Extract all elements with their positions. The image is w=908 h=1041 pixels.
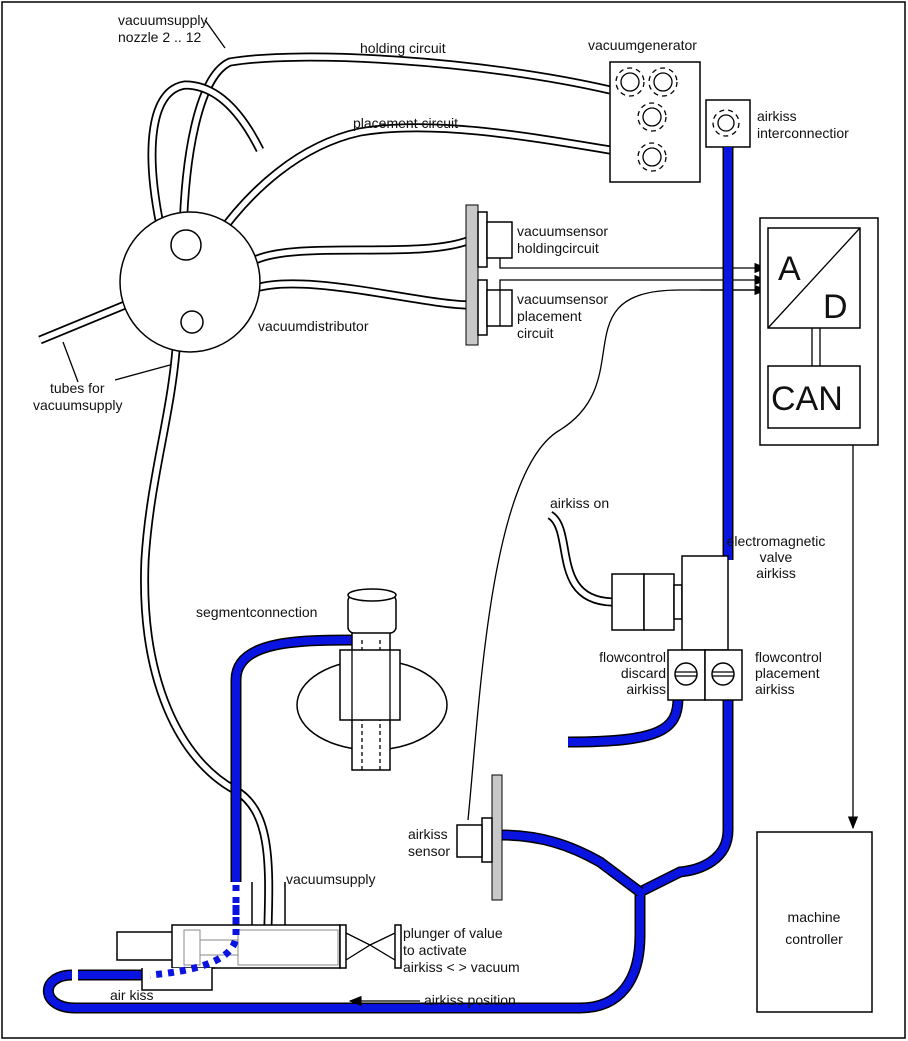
- distributor-port: [180, 310, 204, 334]
- labels: vacuumsupply nozzle 2 .. 12 holding circ…: [33, 12, 849, 1008]
- label-can: CAN: [771, 380, 843, 418]
- signal-holding: [499, 258, 768, 274]
- svg-text:controller: controller: [785, 931, 843, 947]
- svg-text:holdingcircuit: holdingcircuit: [517, 240, 599, 256]
- svg-text:circuit: circuit: [517, 325, 554, 341]
- vacuum-tubes: [38, 52, 612, 926]
- label-vacuumdistributor: vacuumdistributor: [258, 318, 369, 334]
- label-airkiss-interconnection: airkiss: [757, 108, 797, 124]
- plunger-valve: [116, 882, 402, 991]
- svg-text:placement: placement: [755, 665, 820, 681]
- label-ad-a: A: [778, 250, 801, 288]
- svg-text:airkiss: airkiss: [756, 565, 796, 581]
- valve-connector: [611, 573, 645, 631]
- label-airkiss-sensor: airkiss: [408, 826, 448, 842]
- vacuum-generator: [609, 61, 701, 183]
- vacuumsensor-holding: [486, 221, 513, 259]
- machine-controller: [756, 831, 873, 1013]
- label-vacuumsupply: vacuumsupply: [286, 871, 376, 887]
- label-vacuumsensor-holding: vacuumsensor: [517, 223, 608, 239]
- svg-text:vacuumsupply: vacuumsupply: [33, 397, 123, 413]
- label-vacuumsensor-placement: vacuumsensor: [517, 291, 608, 307]
- svg-text:sensor: sensor: [408, 843, 450, 859]
- label-vacuumsupply-nozzle: vacuumsupply: [118, 12, 208, 28]
- label-plunger: plunger of value: [403, 925, 503, 941]
- airkiss-tubing: [42, 147, 734, 1014]
- distributor-port: [170, 229, 202, 261]
- label-flowcontrol-placement: flowcontrol: [755, 649, 822, 665]
- label-electromagnetic-valve: electromagnetic: [727, 533, 826, 549]
- label-ad-d: D: [823, 288, 848, 326]
- airkiss-sensor: [456, 824, 483, 858]
- label-segmentconnection: segmentconnection: [196, 604, 317, 620]
- svg-text:airkiss < > vacuum: airkiss < > vacuum: [403, 959, 520, 975]
- label-tubes-for-vacuumsupply: tubes for: [50, 380, 105, 396]
- label-flowcontrol-discard: flowcontrol: [599, 649, 666, 665]
- svg-text:nozzle 2 .. 12: nozzle 2 .. 12: [118, 29, 201, 45]
- electromagnetic-valve: [681, 555, 729, 651]
- label-air-kiss: air kiss: [110, 987, 154, 1003]
- svg-text:valve: valve: [760, 549, 793, 565]
- label-airkiss-position: airkiss position: [424, 992, 516, 1008]
- signal-placement: [499, 274, 768, 326]
- label-placement-circuit: placement circuit: [353, 115, 458, 131]
- airkiss-sensor-plate: [491, 774, 503, 901]
- label-vacuumgenerator: vacuumgenerator: [588, 37, 697, 53]
- svg-text:interconnectior: interconnectior: [757, 125, 849, 141]
- signal-airkiss: [467, 289, 766, 821]
- can-bus: [767, 365, 861, 429]
- svg-text:airkiss: airkiss: [755, 681, 795, 697]
- vacuum-distributor: [119, 211, 261, 353]
- sensor-plate: [465, 204, 479, 346]
- svg-text:airkiss: airkiss: [626, 681, 666, 697]
- label-holding-circuit: holding circuit: [360, 40, 446, 56]
- label-airkiss-on: airkiss on: [550, 495, 609, 511]
- svg-text:to activate: to activate: [403, 942, 467, 958]
- label-machine-controller: machine: [788, 909, 841, 925]
- svg-text:placement: placement: [517, 308, 582, 324]
- svg-text:discard: discard: [621, 665, 666, 681]
- generator-ports: [615, 67, 678, 172]
- tubes-pointer: [62, 341, 171, 383]
- nozzle-pointer: [204, 19, 226, 49]
